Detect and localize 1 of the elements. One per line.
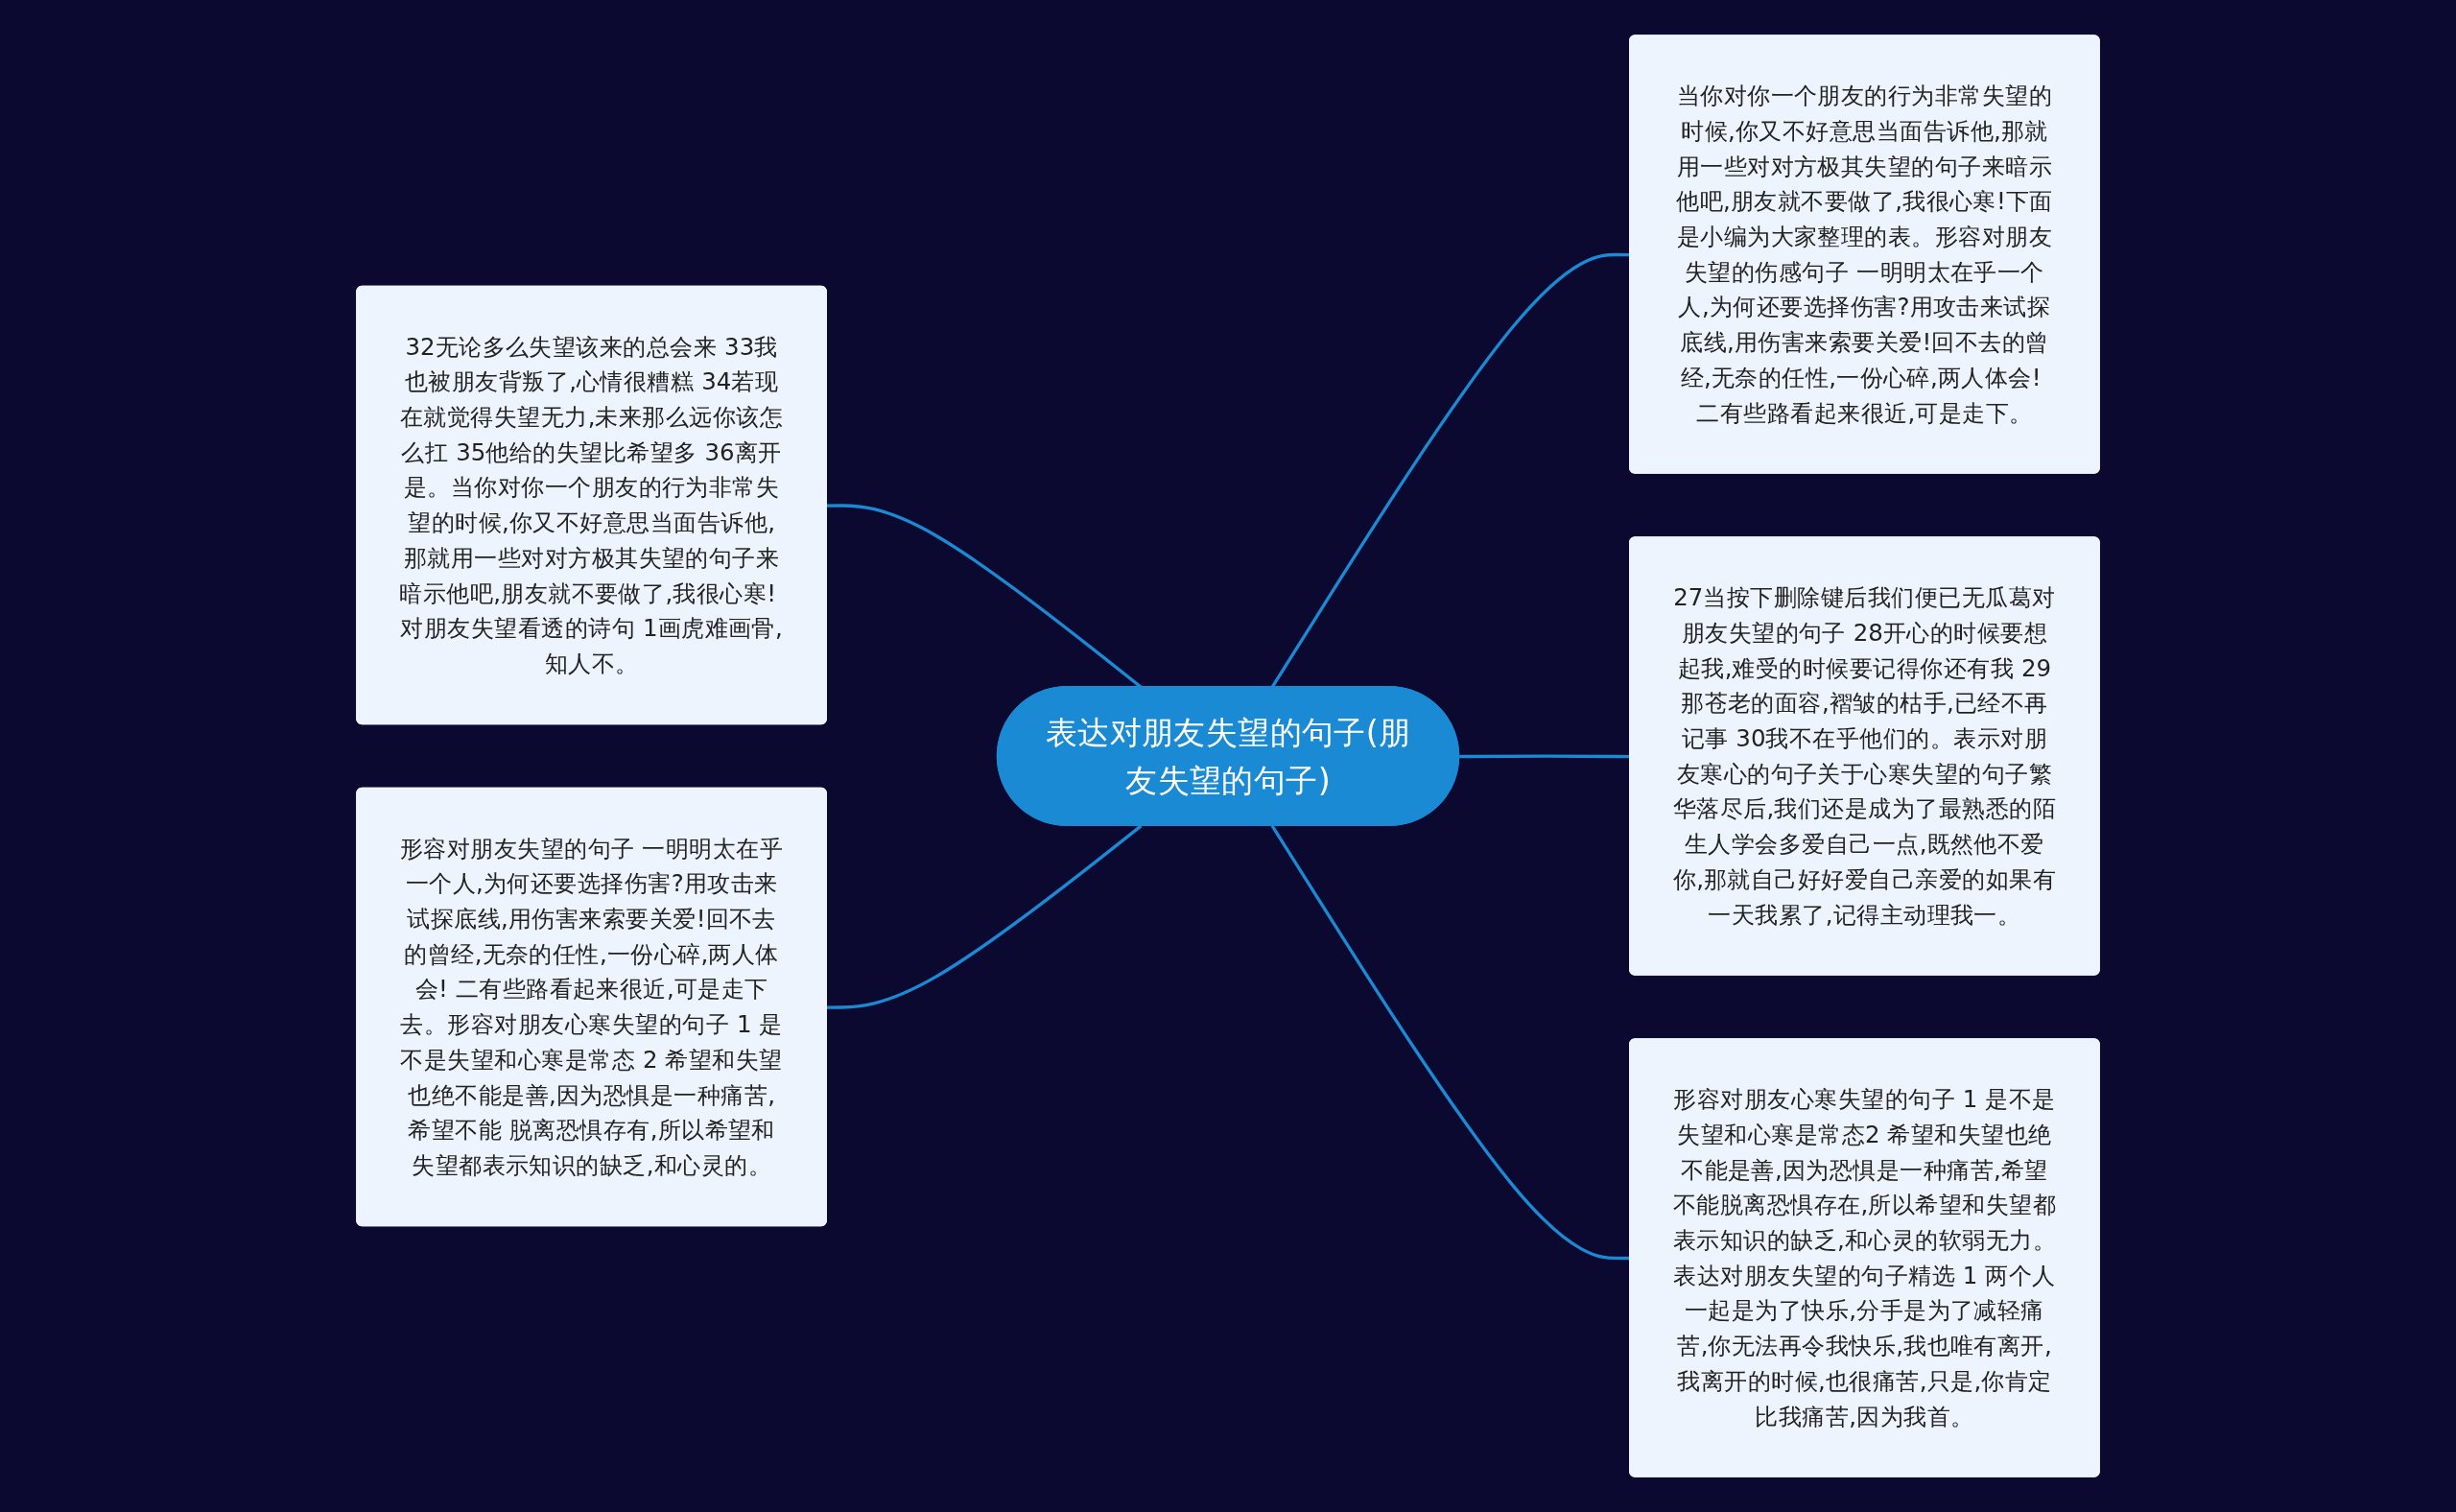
connector: [826, 824, 1143, 1009]
